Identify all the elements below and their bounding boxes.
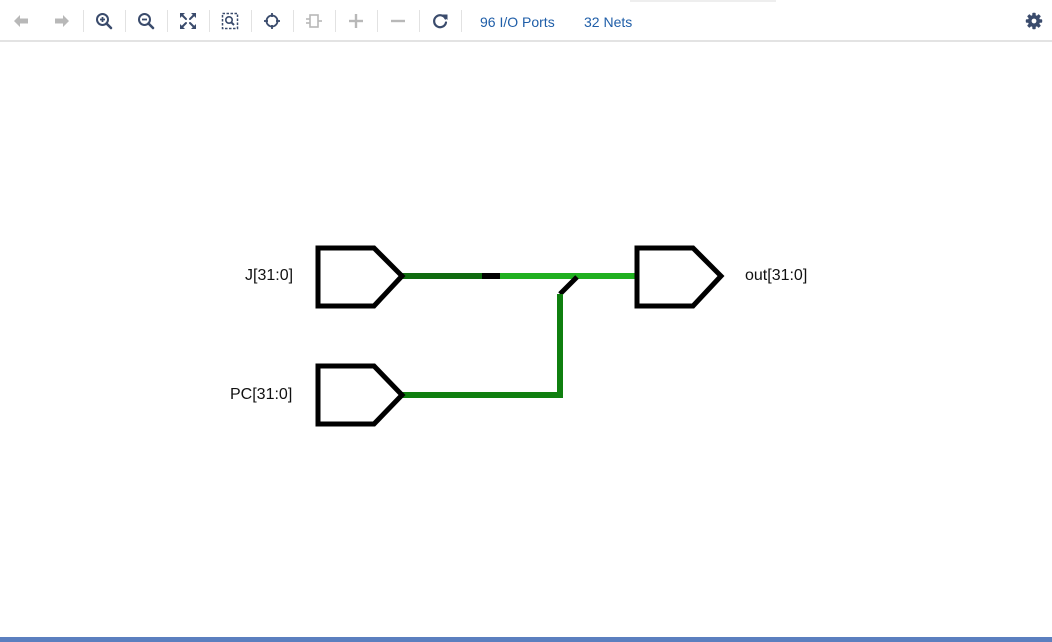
arrow-left-icon — [14, 15, 28, 27]
collapse-button[interactable] — [386, 8, 410, 34]
settings-button[interactable] — [1022, 8, 1046, 34]
schematic-canvas[interactable]: J[31:0] PC[31:0] out[31:0] — [0, 42, 1052, 634]
io-ports-link[interactable]: 96 I/O Ports — [480, 14, 555, 30]
crosshair-icon — [264, 13, 280, 29]
gear-icon — [1025, 12, 1043, 30]
toolbar-separator — [83, 10, 84, 32]
toolbar-separator — [377, 10, 378, 32]
schematic-drawing — [315, 245, 725, 427]
port-j-symbol[interactable] — [315, 245, 406, 309]
minus-icon — [391, 19, 405, 23]
cell-icon — [306, 14, 322, 28]
toolbar-separator — [419, 10, 420, 32]
port-pc-symbol[interactable] — [315, 363, 406, 427]
refresh-icon — [433, 14, 448, 29]
port-out-symbol[interactable] — [634, 245, 725, 309]
plus-icon — [349, 14, 363, 28]
toolbar: 96 I/O Ports 32 Nets — [0, 0, 1052, 42]
zoom-in-icon — [96, 13, 113, 30]
zoom-out-button[interactable] — [134, 8, 158, 34]
zoom-area-icon — [221, 12, 239, 30]
arrow-right-icon — [55, 15, 69, 27]
zoom-fit-button[interactable] — [176, 8, 200, 34]
back-button[interactable] — [9, 8, 33, 34]
zoom-area-button[interactable] — [218, 8, 242, 34]
toolbar-separator — [209, 10, 210, 32]
toolbar-separator — [125, 10, 126, 32]
port-out-label: out[31:0] — [745, 267, 808, 284]
locate-button[interactable] — [260, 8, 284, 34]
toolbar-separator — [251, 10, 252, 32]
regenerate-button[interactable] — [302, 8, 326, 34]
toolbar-separator — [335, 10, 336, 32]
zoom-out-icon — [138, 13, 155, 30]
net-pc-segment[interactable] — [402, 294, 563, 398]
port-pc-label: PC[31:0] — [230, 386, 293, 403]
toolbar-separator — [293, 10, 294, 32]
net-pc-tap[interactable] — [558, 275, 579, 296]
port-j-label: J[31:0] — [245, 267, 294, 284]
expand-button[interactable] — [344, 8, 368, 34]
refresh-button[interactable] — [428, 8, 452, 34]
bottom-border — [0, 637, 1052, 642]
zoom-in-button[interactable] — [92, 8, 116, 34]
fit-icon — [180, 13, 196, 29]
toolbar-separator — [461, 10, 462, 32]
toolbar-top-strip — [630, 0, 776, 2]
forward-button[interactable] — [50, 8, 74, 34]
nets-link[interactable]: 32 Nets — [584, 14, 633, 30]
toolbar-separator — [167, 10, 168, 32]
